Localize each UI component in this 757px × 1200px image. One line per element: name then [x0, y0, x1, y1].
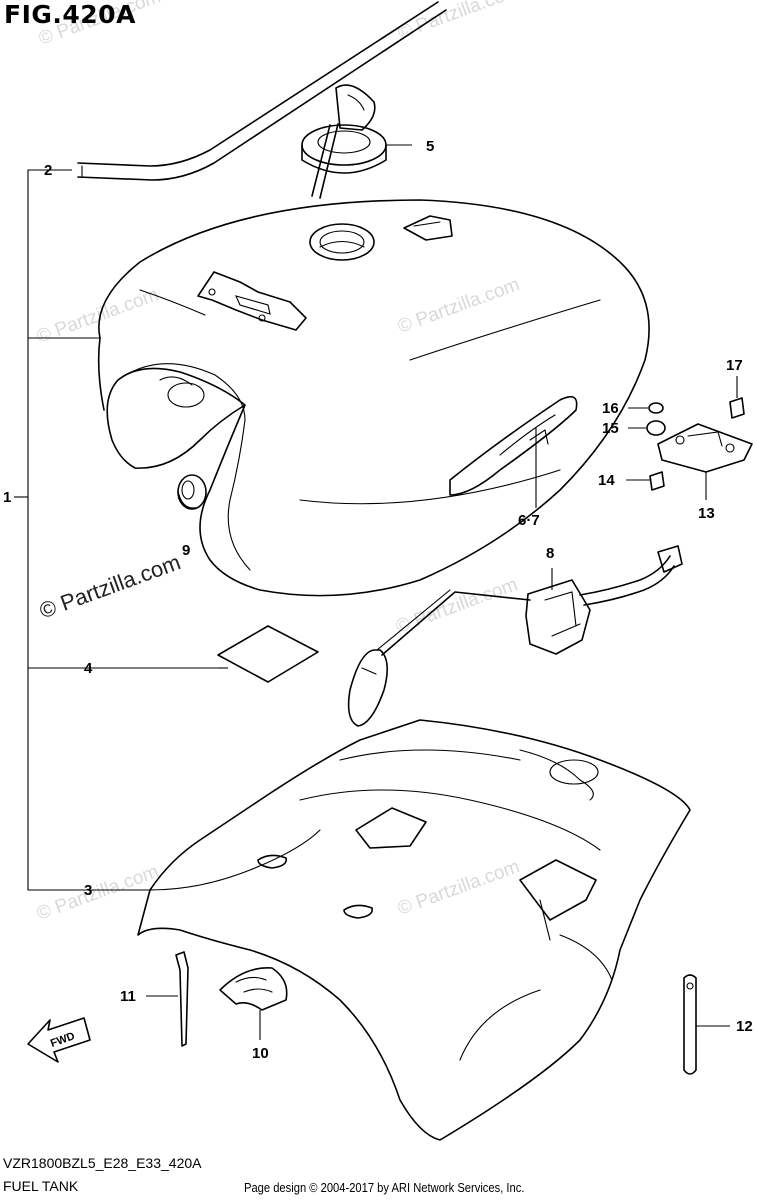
callout-12: 12 [736, 1018, 753, 1035]
callout-4: 4 [84, 660, 93, 677]
part-15-grommet [628, 420, 666, 436]
part-5-fuel-cap [301, 84, 412, 199]
copyright-notice: Page design © 2004-2017 by ARI Network S… [244, 1180, 525, 1195]
callout-labels: 1 2 3 4 5 6·7 8 9 10 11 12 13 14 15 16 1… [3, 138, 753, 1062]
part-10-clip [219, 967, 288, 1040]
callout-13: 13 [698, 505, 715, 522]
part-4-label [217, 625, 319, 683]
callout-1: 1 [3, 489, 11, 506]
part-2-strip [77, 1, 447, 181]
part-17-screw [729, 376, 745, 419]
bracket-lines [14, 169, 218, 891]
part-12-band [683, 974, 730, 1075]
callout-5: 5 [426, 138, 434, 155]
part-11-cable-tie [146, 951, 189, 1047]
fwd-label: FWD [49, 1030, 77, 1050]
figure-code: VZR1800BZL5_E28_E33_420A [3, 1155, 202, 1171]
part-8-fuel-gauge [347, 545, 683, 727]
part-3-cover [137, 719, 691, 1141]
callout-11: 11 [120, 988, 136, 1005]
figure-name: FUEL TANK [3, 1178, 79, 1194]
callout-3: 3 [84, 882, 92, 899]
part-16-collar [628, 402, 664, 414]
part-9-cushion [177, 474, 207, 510]
callout-17: 17 [726, 357, 743, 374]
callout-9: 9 [182, 542, 190, 559]
callout-10: 10 [252, 1045, 269, 1062]
callout-6-7: 6·7 [518, 512, 540, 529]
part-14-bolt [626, 471, 665, 491]
fuel-tank-body [97, 199, 650, 597]
callout-15: 15 [602, 420, 619, 437]
callout-2: 2 [44, 162, 52, 179]
figure-title: FIG.420A [4, 0, 136, 29]
part-13-bracket [657, 423, 753, 500]
callout-16: 16 [602, 400, 619, 417]
fwd-arrow-icon: FWD [27, 1017, 91, 1063]
callout-14: 14 [598, 472, 615, 489]
callout-8: 8 [546, 545, 554, 562]
